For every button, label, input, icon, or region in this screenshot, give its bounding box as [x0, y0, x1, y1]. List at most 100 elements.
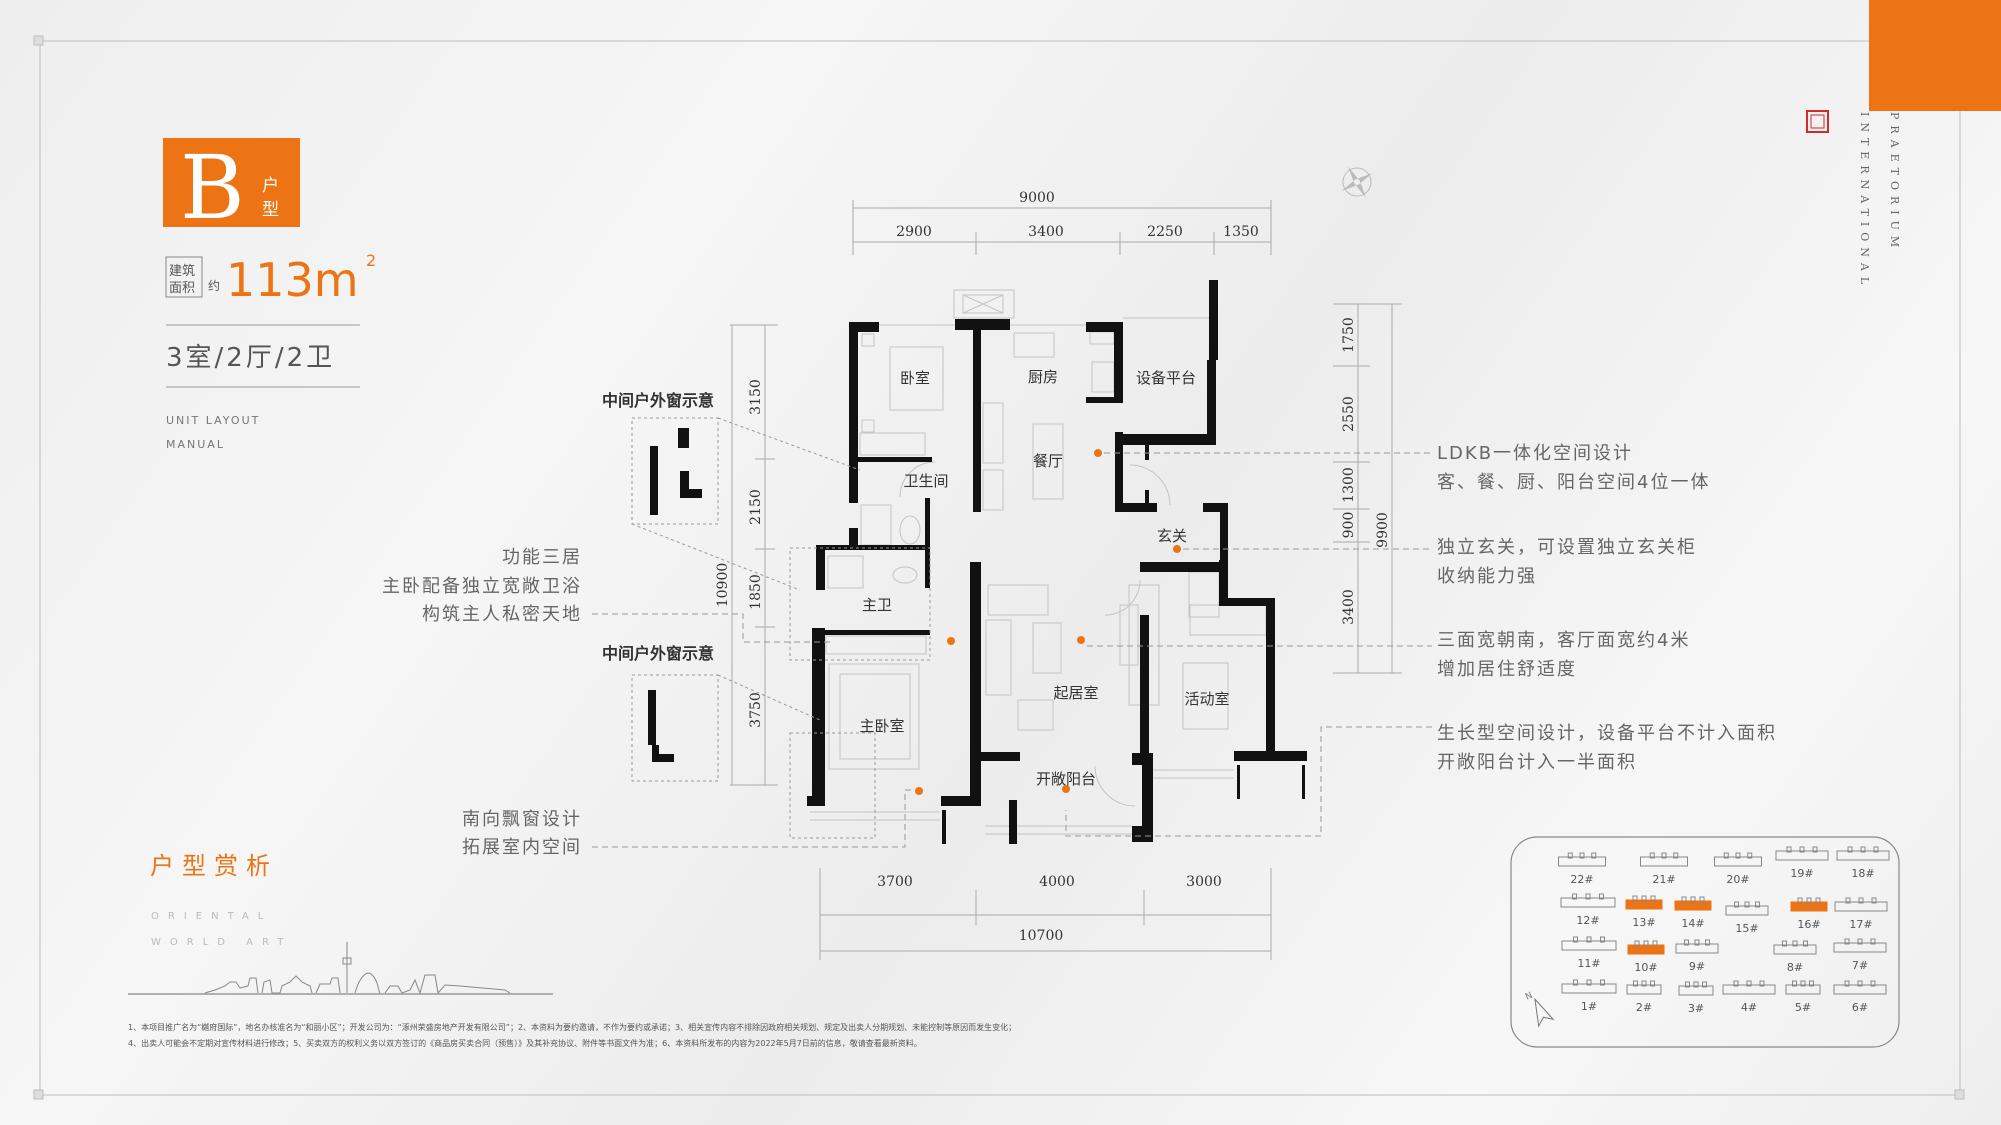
building-core — [1699, 896, 1705, 903]
wall — [1302, 765, 1305, 799]
dim-right: 1750 — [1341, 317, 1357, 353]
page-frame — [33, 35, 1965, 1100]
wall — [1115, 503, 1157, 512]
annotation-right-text: 三面宽朝南，客厅面宽约4米 — [1437, 630, 1690, 651]
wall — [970, 562, 981, 806]
annotation-markers — [915, 449, 1181, 795]
building-core — [1815, 897, 1821, 904]
building-outline — [1561, 983, 1617, 994]
wall — [1142, 753, 1153, 842]
wall — [925, 498, 930, 588]
dim-top: 1350 — [1223, 224, 1259, 240]
annotation-right-text: 客、餐、厨、阳台空间4位一体 — [1437, 472, 1710, 493]
building-label: 17# — [1849, 918, 1872, 931]
site-building: 9# — [1675, 939, 1719, 973]
building-core — [1806, 897, 1812, 904]
building-core — [1847, 846, 1853, 853]
building-core — [1747, 852, 1753, 859]
building-core — [1643, 940, 1649, 947]
building-outline — [1678, 985, 1714, 996]
site-building: 4# — [1722, 980, 1776, 1014]
site-building: 17# — [1834, 897, 1888, 931]
room-label-entry: 玄关 — [1157, 527, 1187, 545]
building-core — [1860, 846, 1866, 853]
annotation-left-text: 功能三居 — [502, 547, 582, 568]
building-core — [1705, 939, 1710, 946]
building-core — [1782, 940, 1787, 947]
dim-top: 2250 — [1147, 224, 1183, 240]
wall — [1266, 598, 1275, 755]
marker-dot — [947, 637, 955, 645]
building-label: 4# — [1741, 1001, 1757, 1014]
wall — [825, 630, 930, 635]
building-core — [1681, 896, 1687, 903]
building-outline — [1560, 897, 1616, 908]
site-building: 12# — [1560, 893, 1616, 927]
unit-type-badge — [163, 138, 300, 227]
site-buildings: 22#21#20#19#18#12#13#14#15#16#17#11#10#9… — [1558, 846, 1890, 1015]
area-label-box — [165, 256, 203, 298]
building-core — [1573, 979, 1578, 986]
building-label: 14# — [1681, 917, 1704, 930]
area-unit-sup: 2 — [366, 251, 376, 270]
building-label: 12# — [1576, 914, 1599, 927]
wall — [1145, 490, 1149, 505]
site-building: 8# — [1773, 940, 1817, 974]
site-building: 2# — [1626, 980, 1662, 1014]
marker-dot — [915, 787, 923, 795]
dim-top-total: 9000 — [1019, 190, 1055, 206]
dim-bottom: 3000 — [1186, 874, 1222, 890]
annotation-right-text: LDKB一体化空间设计 — [1437, 443, 1633, 464]
building-outline-highlighted — [1790, 901, 1828, 912]
dim-bottom: 3700 — [877, 874, 913, 890]
building-core — [1799, 846, 1805, 853]
wall — [1219, 560, 1228, 606]
building-outline-highlighted — [1627, 944, 1665, 955]
building-label: 19# — [1790, 867, 1813, 880]
footnote-line1: 1、本项目推广名为“樾府国际”，地名办核准名为“和丽小区”；开发公司为：“涿州荣… — [128, 1022, 1016, 1032]
wall — [1219, 598, 1275, 606]
dim-bottom-total: 10700 — [1019, 928, 1064, 944]
building-core — [1800, 980, 1806, 987]
dim-left: 2150 — [748, 489, 764, 525]
site-building: 7# — [1833, 938, 1887, 972]
footnote-line2: 4、出卖人可能会不定期对宣传材料进行修改；5、买卖双方的权利义务以双方签订的《商… — [128, 1038, 922, 1048]
room-label-bathroom: 卫生间 — [903, 472, 948, 490]
building-outline — [1725, 905, 1769, 916]
wall — [955, 319, 1010, 330]
annotation-right-text: 独立玄关，可设置独立玄关柜 — [1437, 537, 1697, 558]
site-plan: N 22#21#20#19#18#12#13#14#15#16#17#11#10… — [1510, 836, 1900, 1048]
building-core — [1600, 979, 1605, 986]
site-building: 19# — [1775, 846, 1829, 880]
building-core — [1641, 980, 1647, 987]
unit-layout-en-line2: MANUAL — [166, 438, 225, 451]
room-label-dining: 餐厅 — [1033, 452, 1063, 470]
compass-icon — [1341, 166, 1373, 198]
building-core — [1809, 980, 1814, 987]
wall — [1115, 434, 1216, 445]
site-building: 16# — [1790, 897, 1828, 931]
north-arrow-icon — [1534, 997, 1555, 1028]
room-label-bedroom: 卧室 — [900, 369, 930, 387]
wall — [812, 628, 825, 806]
building-core — [1733, 980, 1739, 987]
unit-layout-summary: 3室/2厅/2卫 — [166, 343, 335, 373]
wall — [1209, 280, 1218, 360]
building-core — [1586, 936, 1592, 943]
building-label: 11# — [1577, 957, 1600, 970]
building-core — [1871, 897, 1877, 904]
building-core — [1857, 980, 1863, 987]
unit-type-char2: 型 — [262, 200, 279, 220]
wall — [1086, 322, 1123, 332]
brand-orange-block — [1869, 0, 2001, 111]
building-core — [1567, 852, 1573, 859]
building-core — [1723, 852, 1729, 859]
building-label: 22# — [1570, 873, 1593, 886]
site-building: 15# — [1725, 901, 1769, 935]
inset-title-bottom: 中间户外窗示意 — [602, 644, 714, 663]
building-core — [1870, 980, 1876, 987]
window-inset-bottom — [648, 690, 674, 762]
site-building: 21# — [1640, 852, 1688, 886]
brand-name-praetorium: PRAETORIUM — [1888, 112, 1901, 253]
wall — [858, 457, 932, 462]
